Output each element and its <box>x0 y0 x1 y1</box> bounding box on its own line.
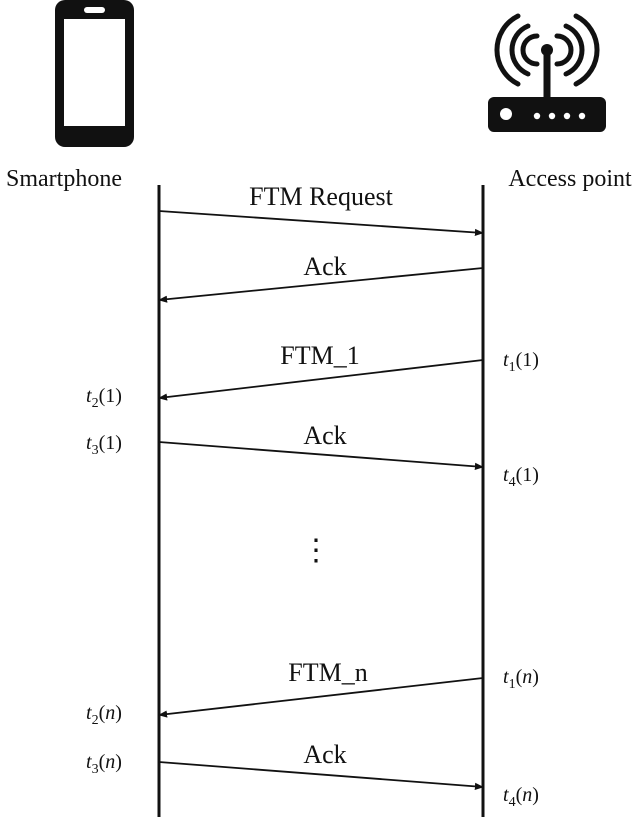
smartphone-label: Smartphone <box>6 166 122 192</box>
access-point-label: Access point <box>508 166 632 192</box>
ftm-n-arrow <box>158 677 484 718</box>
ack-arrow-2 <box>158 441 484 470</box>
wifi-router-icon <box>488 13 606 132</box>
ftm-1-label: FTM_1 <box>280 341 359 370</box>
ftm-1-arrow <box>158 359 484 401</box>
ack-arrow-1 <box>158 267 484 303</box>
timestamp-t1-n: t1(n) <box>503 666 539 692</box>
timestamp-t4-n: t4(n) <box>503 784 539 810</box>
smartphone-icon <box>55 0 134 147</box>
ack-label-1: Ack <box>303 252 346 281</box>
ftm-request-arrow <box>158 210 484 237</box>
timestamp-t2-n: t2(n) <box>86 702 122 728</box>
timestamp-t1-1: t1(1) <box>503 349 539 375</box>
timestamp-t2-1: t2(1) <box>86 385 122 411</box>
ack-arrow-3 <box>158 761 484 790</box>
timestamp-t3-n: t3(n) <box>86 751 122 777</box>
timestamp-t3-1: t3(1) <box>86 432 122 458</box>
ftm-n-label: FTM_n <box>288 658 367 687</box>
timestamp-t4-1: t4(1) <box>503 464 539 490</box>
ftm-request-label: FTM Request <box>249 182 394 211</box>
ellipsis: ⋮ <box>301 534 331 567</box>
ack-label-2: Ack <box>303 421 346 450</box>
ack-label-3: Ack <box>303 740 346 769</box>
timestamp-arg: (n) <box>516 666 539 688</box>
